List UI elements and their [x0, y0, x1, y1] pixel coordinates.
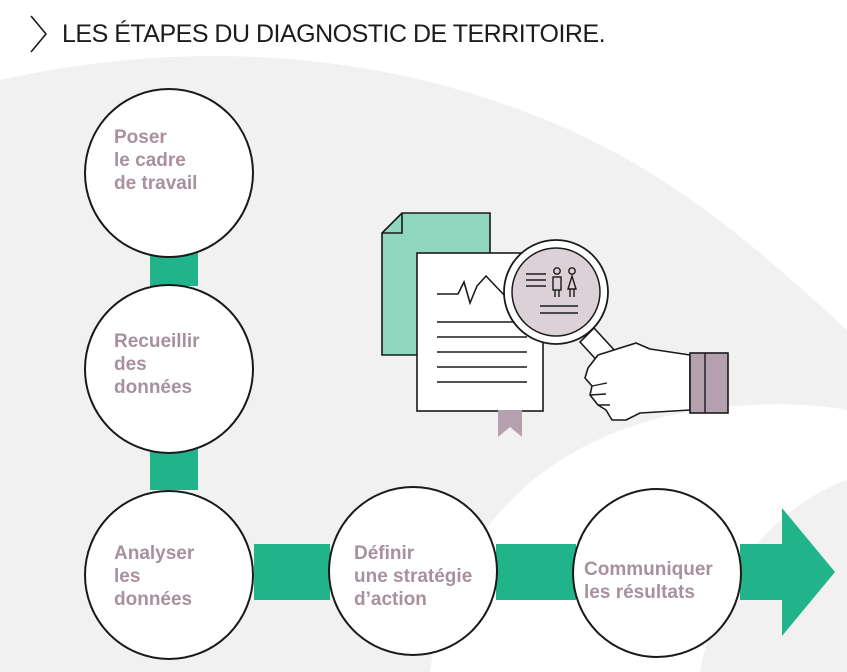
- people-icon: [552, 267, 577, 297]
- chevron-right-icon: [30, 15, 48, 53]
- bookmark-icon: [498, 410, 522, 437]
- arrow-head: [740, 508, 835, 636]
- step-label-5: Communiquer les résultats: [584, 558, 713, 604]
- step-circle-5: [572, 488, 742, 658]
- step-label-line: de travail: [114, 173, 198, 194]
- step-label-line: Analyser: [114, 543, 195, 564]
- step-label-line: une stratégie: [354, 566, 473, 587]
- step-label-3: Analyser les données: [114, 542, 194, 611]
- step-label-line: données: [114, 377, 193, 398]
- connector-horizontal-1: [254, 544, 330, 600]
- step-label-line: Poser: [114, 127, 167, 148]
- step-circle-1: [84, 88, 254, 258]
- step-label-line: Définir: [354, 543, 415, 564]
- magnifier-icon: [503, 239, 609, 345]
- step-circle-3: [84, 490, 254, 660]
- step-label-2: Recueillir des données: [114, 330, 200, 399]
- chart-icon: [437, 274, 506, 306]
- step-label-line: d’action: [354, 589, 427, 610]
- diagnostic-illustration: [381, 212, 729, 437]
- step-label-1: Poser le cadre de travail: [114, 126, 197, 195]
- step-label-line: Recueillir: [114, 331, 200, 352]
- step-label-line: les résultats: [584, 582, 695, 603]
- step-label-line: des: [114, 354, 147, 375]
- connector-horizontal-2: [496, 544, 576, 600]
- page-title: LES ÉTAPES DU DIAGNOSTIC DE TERRITOIRE.: [62, 20, 606, 48]
- step-label-4: Définir une stratégie d’action: [354, 542, 472, 611]
- step-label-line: données: [114, 589, 193, 610]
- step-label-line: le cadre: [114, 150, 186, 171]
- step-label-line: les: [114, 566, 141, 587]
- step-label-line: Communiquer: [584, 559, 713, 580]
- step-circle-2: [84, 284, 254, 454]
- step-circle-4: [328, 486, 498, 656]
- hand-icon: [584, 342, 729, 421]
